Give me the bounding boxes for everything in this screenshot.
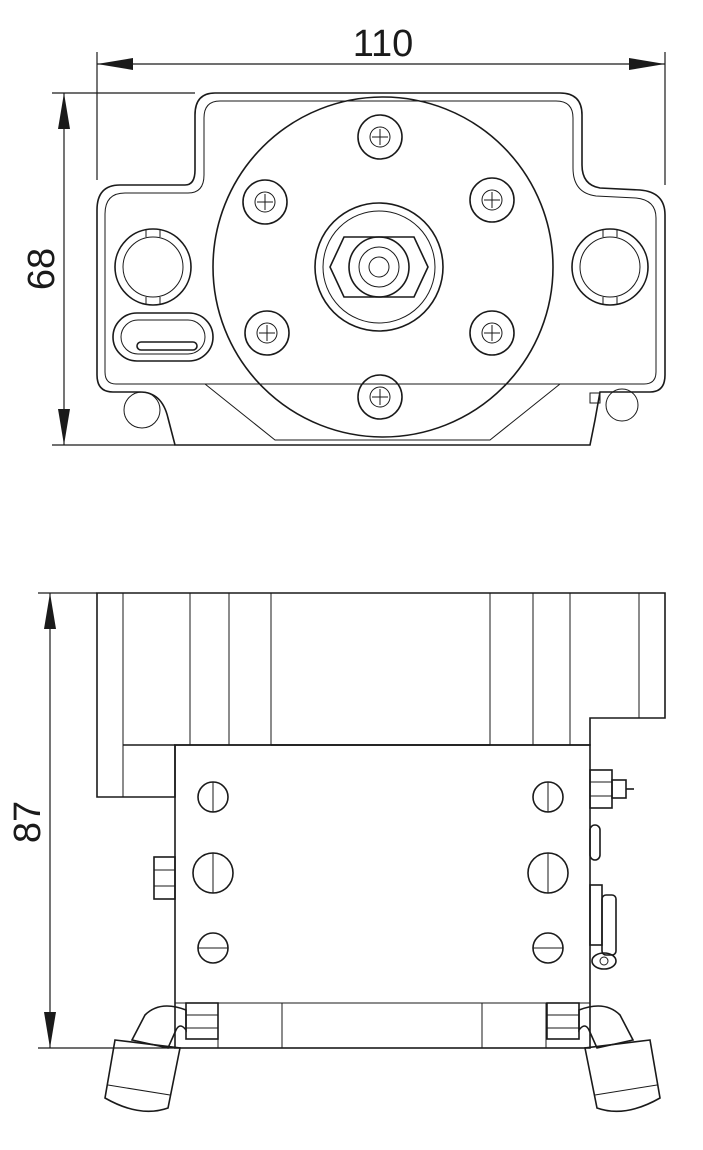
- top-view-port-right: [571, 228, 649, 306]
- side-view-upper-block: [96, 592, 666, 798]
- side-view-fitting-left: [104, 1002, 219, 1113]
- top-view-port-left: [114, 228, 192, 306]
- top-view-housing-inner: [104, 100, 657, 385]
- dimension-top-height: 68: [21, 92, 195, 446]
- side-view-foot-right: [481, 1002, 547, 1049]
- side-view-foot-left: [217, 1002, 283, 1049]
- side-view-right-fittings: [589, 769, 634, 970]
- top-view-flange: [212, 96, 554, 438]
- flange-screw-top: [357, 114, 403, 160]
- dimension-top-height-text: 68: [21, 248, 63, 290]
- top-view-slot: [112, 312, 214, 362]
- side-view-fitting-right: [546, 1002, 661, 1113]
- top-view-bottom-taper: [204, 383, 561, 441]
- top-view-center-coupling: [314, 202, 444, 332]
- flange-screw-lower-right: [469, 310, 515, 356]
- dimension-top-width: 110: [96, 23, 666, 185]
- dimension-side-height: 87: [7, 592, 175, 1049]
- side-view-screws-right: [527, 781, 569, 964]
- top-view-foot-right: [605, 388, 639, 422]
- top-view-screws: [242, 114, 515, 420]
- top-view-bracket: [589, 392, 601, 404]
- top-view-foot-left: [123, 391, 161, 429]
- top-view: [96, 92, 666, 446]
- top-view-housing-outline: [96, 92, 666, 446]
- flange-screw-bottom: [357, 374, 403, 420]
- dimension-top-width-text: 110: [353, 23, 414, 65]
- side-view: [96, 592, 666, 1113]
- side-view-hex-nut-left: [153, 856, 176, 900]
- flange-screw-upper-left: [242, 179, 288, 225]
- dimension-side-height-text: 87: [7, 801, 49, 843]
- flange-screw-upper-right: [469, 177, 515, 223]
- flange-screw-lower-left: [244, 310, 290, 356]
- side-view-screws-left: [192, 781, 234, 964]
